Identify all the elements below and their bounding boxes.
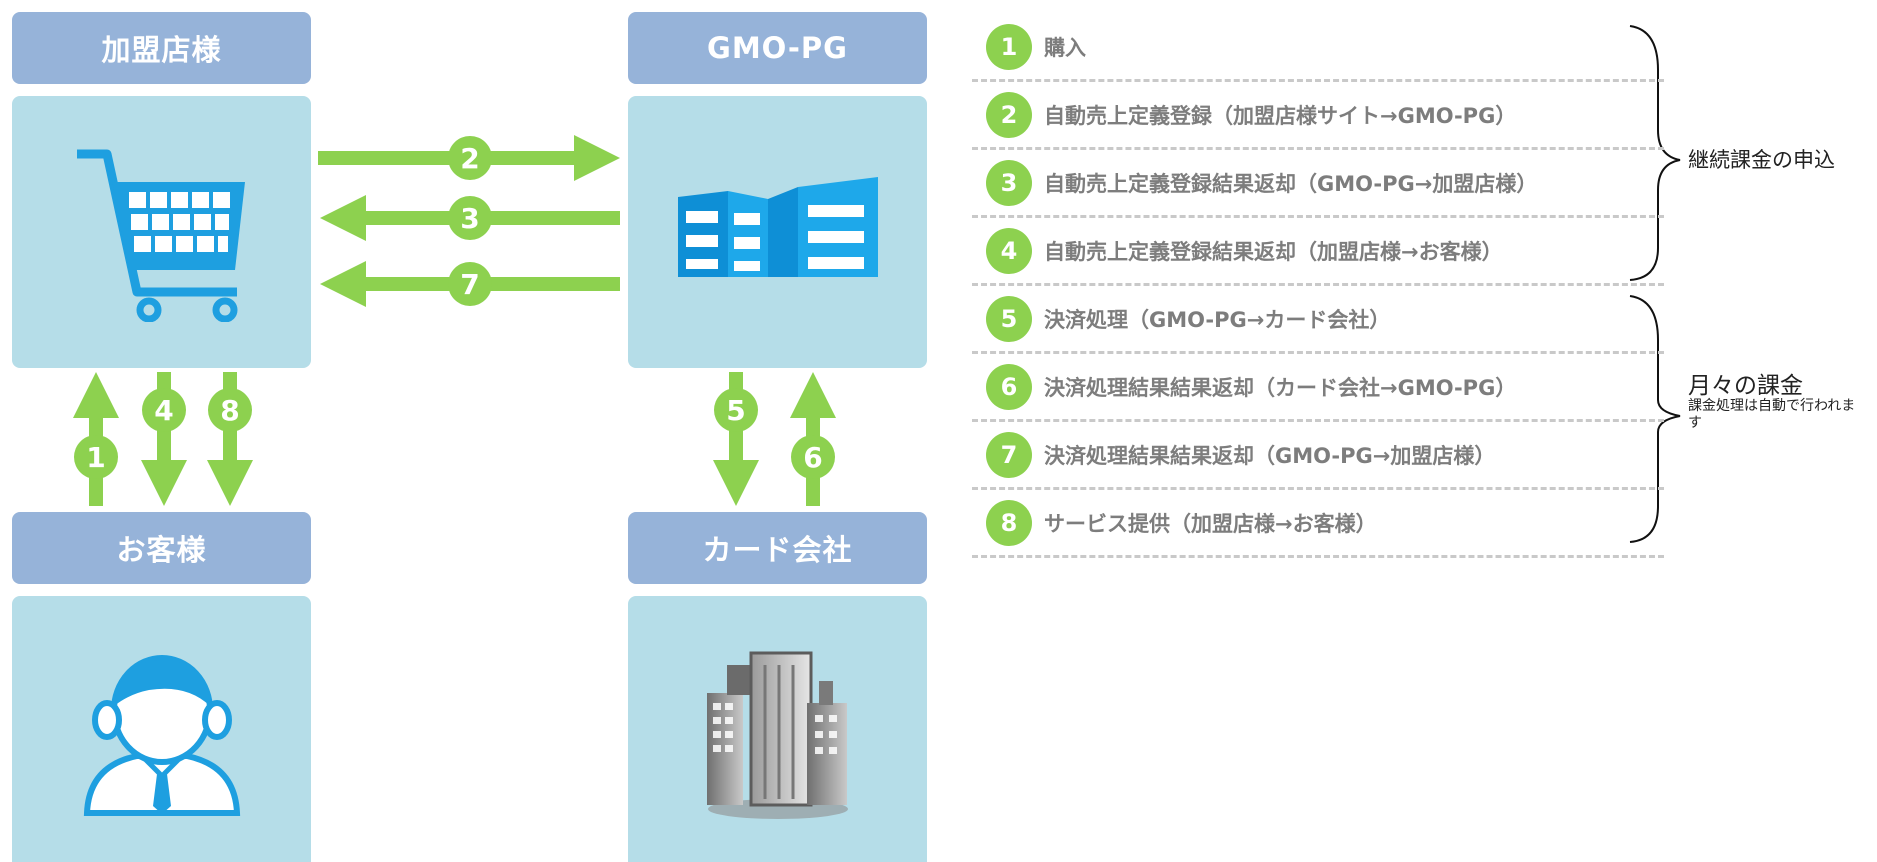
arrow-2: 2	[318, 135, 620, 181]
card-company-header: カード会社	[628, 512, 927, 584]
skyscraper-icon	[706, 651, 848, 819]
step-number-badge: 8	[986, 499, 1032, 546]
step-number-badge: 2	[986, 91, 1032, 138]
arrow-4: 4	[141, 372, 187, 506]
step-number-badge: 6	[986, 363, 1032, 410]
gmo-label: GMO-PG	[707, 31, 848, 65]
step-row: 7 決済処理結果結果返却（GMO-PG→加盟店様）	[972, 422, 1664, 490]
step-number-badge: 3	[986, 159, 1032, 206]
step-text: 決済処理（GMO-PG→カード会社）	[1044, 307, 1391, 332]
card-company-panel	[628, 596, 927, 862]
arrow-5: 5	[713, 372, 759, 506]
step-text: 自動売上定義登録（加盟店様サイト→GMO-PG）	[1044, 103, 1517, 128]
arrow-6: 6	[790, 372, 836, 506]
gmo-panel	[628, 96, 927, 368]
card-company-label: カード会社	[702, 533, 853, 567]
gmo-header: GMO-PG	[628, 12, 927, 84]
step-row: 1 購入	[972, 14, 1664, 82]
office-building-icon	[677, 177, 878, 277]
arrow-6-label: 6	[803, 441, 822, 474]
shopping-cart-icon	[76, 149, 245, 322]
arrow-8-label: 8	[220, 394, 239, 427]
merchant-panel	[12, 96, 311, 368]
step-text: 自動売上定義登録結果返却（加盟店様→お客様）	[1044, 239, 1503, 264]
monthly-group-label: 月々の課金	[1688, 373, 1803, 399]
customer-label: お客様	[116, 533, 207, 567]
arrow-8: 8	[207, 372, 253, 506]
step-row: 5 決済処理（GMO-PG→カード会社）	[972, 286, 1664, 354]
step-text: 自動売上定義登録結果返却（GMO-PG→加盟店様）	[1044, 171, 1538, 196]
step-row: 4 自動売上定義登録結果返却（加盟店様→お客様）	[972, 218, 1664, 286]
step-number-badge: 1	[986, 23, 1032, 70]
customer-panel	[12, 596, 311, 862]
step-text: サービス提供（加盟店様→お客様）	[1044, 511, 1377, 536]
step-row: 6 決済処理結果結果返却（カード会社→GMO-PG）	[972, 354, 1664, 422]
merchant-label: 加盟店様	[101, 33, 222, 67]
arrow-4-label: 4	[154, 394, 173, 427]
monthly-group-note: 課金処理は自動で行われます	[1688, 398, 1856, 431]
step-text: 決済処理結果結果返却（GMO-PG→加盟店様）	[1044, 443, 1496, 468]
step-number-badge: 5	[986, 295, 1032, 342]
arrow-1: 1	[73, 372, 119, 506]
customer-person-icon	[83, 655, 240, 816]
step-text: 決済処理結果結果返却（カード会社→GMO-PG）	[1044, 375, 1517, 400]
signup-group-label: 継続課金の申込	[1688, 148, 1835, 172]
arrow-3-label: 3	[460, 202, 479, 235]
customer-header: お客様	[12, 512, 311, 584]
arrow-7: 7	[320, 261, 620, 307]
arrow-2-label: 2	[460, 142, 479, 175]
step-row: 2 自動売上定義登録（加盟店様サイト→GMO-PG）	[972, 82, 1664, 150]
arrow-5-label: 5	[726, 394, 745, 427]
step-row: 8 サービス提供（加盟店様→お客様）	[972, 490, 1664, 558]
step-number-badge: 4	[986, 227, 1032, 274]
arrow-7-label: 7	[460, 268, 479, 301]
step-row: 3 自動売上定義登録結果返却（GMO-PG→加盟店様）	[972, 150, 1664, 218]
step-list: 1 購入 2 自動売上定義登録（加盟店様サイト→GMO-PG） 3 自動売上定義…	[972, 14, 1664, 558]
arrow-3: 3	[320, 195, 620, 241]
step-text: 購入	[1044, 35, 1086, 60]
merchant-header: 加盟店様	[12, 12, 311, 84]
step-number-badge: 7	[986, 431, 1032, 478]
arrow-1-label: 1	[86, 441, 105, 474]
